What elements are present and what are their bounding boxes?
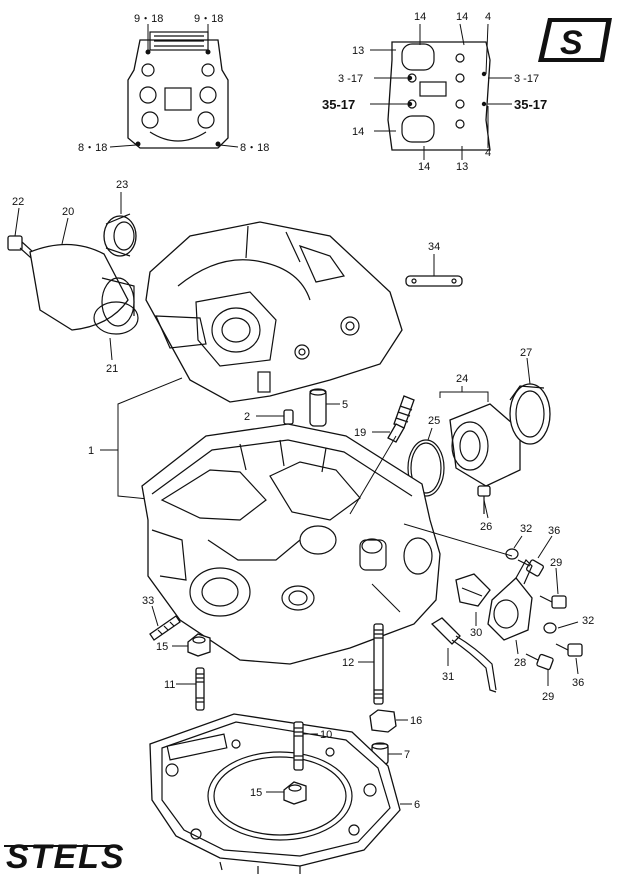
callout-36-upper: 36 bbox=[548, 525, 560, 537]
callout-22: 22 bbox=[12, 196, 24, 208]
o-ring-25 bbox=[407, 427, 445, 497]
callout-16: 16 bbox=[410, 715, 422, 727]
callout-15-upper: 15 bbox=[156, 641, 168, 653]
air-tube-20 bbox=[29, 217, 139, 361]
callout-9-18-left: 9・18 bbox=[134, 13, 163, 25]
callout-36-lower: 36 bbox=[572, 677, 584, 689]
svg-text:STELS: STELS bbox=[6, 838, 126, 876]
pin-33 bbox=[149, 605, 181, 641]
callout-10: 10 bbox=[320, 729, 332, 741]
callout-6: 6 bbox=[414, 799, 420, 811]
callout-3-17-right: 3 -17 bbox=[514, 73, 539, 85]
callout-32-lower: 32 bbox=[582, 615, 594, 627]
callout-15-lower: 15 bbox=[250, 787, 262, 799]
callout-3-17-left: 3 -17 bbox=[338, 73, 363, 85]
head-gasket-6 bbox=[149, 713, 412, 874]
callout-32-upper: 32 bbox=[520, 523, 532, 535]
assembly-bracket-1 bbox=[100, 377, 183, 501]
callout-14-left: 14 bbox=[352, 126, 364, 138]
callout-9-18-right: 9・18 bbox=[194, 13, 223, 25]
callout-5: 5 bbox=[342, 399, 348, 411]
stud-11 bbox=[176, 667, 205, 711]
callout-20: 20 bbox=[62, 206, 74, 218]
callout-14-top-right: 14 bbox=[456, 11, 468, 23]
bolt-22 bbox=[7, 207, 45, 267]
callout-29-upper: 29 bbox=[550, 557, 562, 569]
callout-11: 11 bbox=[164, 679, 175, 691]
housing-24 bbox=[439, 386, 521, 487]
callout-14-top-left: 14 bbox=[414, 11, 426, 23]
water-outlet-28 bbox=[487, 559, 533, 655]
inset-head-top-view bbox=[109, 24, 239, 149]
callout-13-bottom: 13 bbox=[456, 161, 468, 173]
plug-16 bbox=[369, 709, 408, 733]
callout-14-bottom: 14 bbox=[418, 161, 430, 173]
callout-25: 25 bbox=[428, 415, 440, 427]
callout-26: 26 bbox=[480, 521, 492, 533]
callout-27: 27 bbox=[520, 347, 532, 359]
stud-12 bbox=[358, 623, 384, 705]
callout-35-17-right: 35-17 bbox=[514, 97, 547, 112]
callout-31: 31 bbox=[442, 671, 454, 683]
callout-8-18-left: 8・18 bbox=[78, 142, 107, 154]
callout-24: 24 bbox=[456, 373, 468, 385]
inset-head-side-view bbox=[370, 23, 512, 160]
nut-15-lower bbox=[266, 781, 307, 805]
intake-boot-23 bbox=[103, 192, 137, 257]
nut-15-upper bbox=[172, 633, 211, 657]
stud-10 bbox=[293, 721, 318, 771]
sensor-31 bbox=[430, 617, 497, 693]
callout-30: 30 bbox=[470, 627, 482, 639]
bolt-29-lower bbox=[525, 653, 554, 686]
callout-35-17-left: 35-17 bbox=[322, 97, 355, 112]
bolt-26 bbox=[477, 485, 491, 519]
callout-12: 12 bbox=[342, 657, 354, 669]
washer-32-upper bbox=[505, 535, 523, 560]
washer-32-lower bbox=[543, 621, 579, 634]
callout-2: 2 bbox=[244, 411, 250, 423]
s-logo: S bbox=[538, 18, 612, 62]
stels-brand-logo: STELS bbox=[4, 838, 126, 876]
head-cover-upper bbox=[145, 221, 403, 403]
sleeve-5 bbox=[309, 388, 340, 427]
callout-23: 23 bbox=[116, 179, 128, 191]
callout-8-18-right: 8・18 bbox=[240, 142, 269, 154]
spark-plug-19 bbox=[372, 395, 415, 443]
callout-28: 28 bbox=[514, 657, 526, 669]
callout-4-top: 4 bbox=[485, 11, 491, 23]
bolt-36-upper bbox=[517, 535, 553, 577]
bolt-29-upper bbox=[539, 567, 567, 609]
svg-text:S: S bbox=[560, 24, 583, 62]
callout-29-lower: 29 bbox=[542, 691, 554, 703]
callout-33: 33 bbox=[142, 595, 154, 607]
callout-1: 1 bbox=[88, 445, 94, 457]
gasket-strip-34 bbox=[405, 254, 463, 287]
callout-19: 19 bbox=[354, 427, 366, 439]
bolt-36-lower bbox=[555, 643, 583, 675]
cap-27 bbox=[509, 357, 551, 445]
temp-sensor-30 bbox=[455, 573, 491, 626]
dowel-pin-2 bbox=[256, 409, 294, 425]
callout-13-left: 13 bbox=[352, 45, 364, 57]
callout-34: 34 bbox=[428, 241, 440, 253]
callout-4-bottom: 4 bbox=[485, 147, 491, 159]
callout-7: 7 bbox=[404, 749, 410, 761]
callout-21: 21 bbox=[106, 363, 118, 375]
cylinder-head bbox=[141, 423, 441, 665]
